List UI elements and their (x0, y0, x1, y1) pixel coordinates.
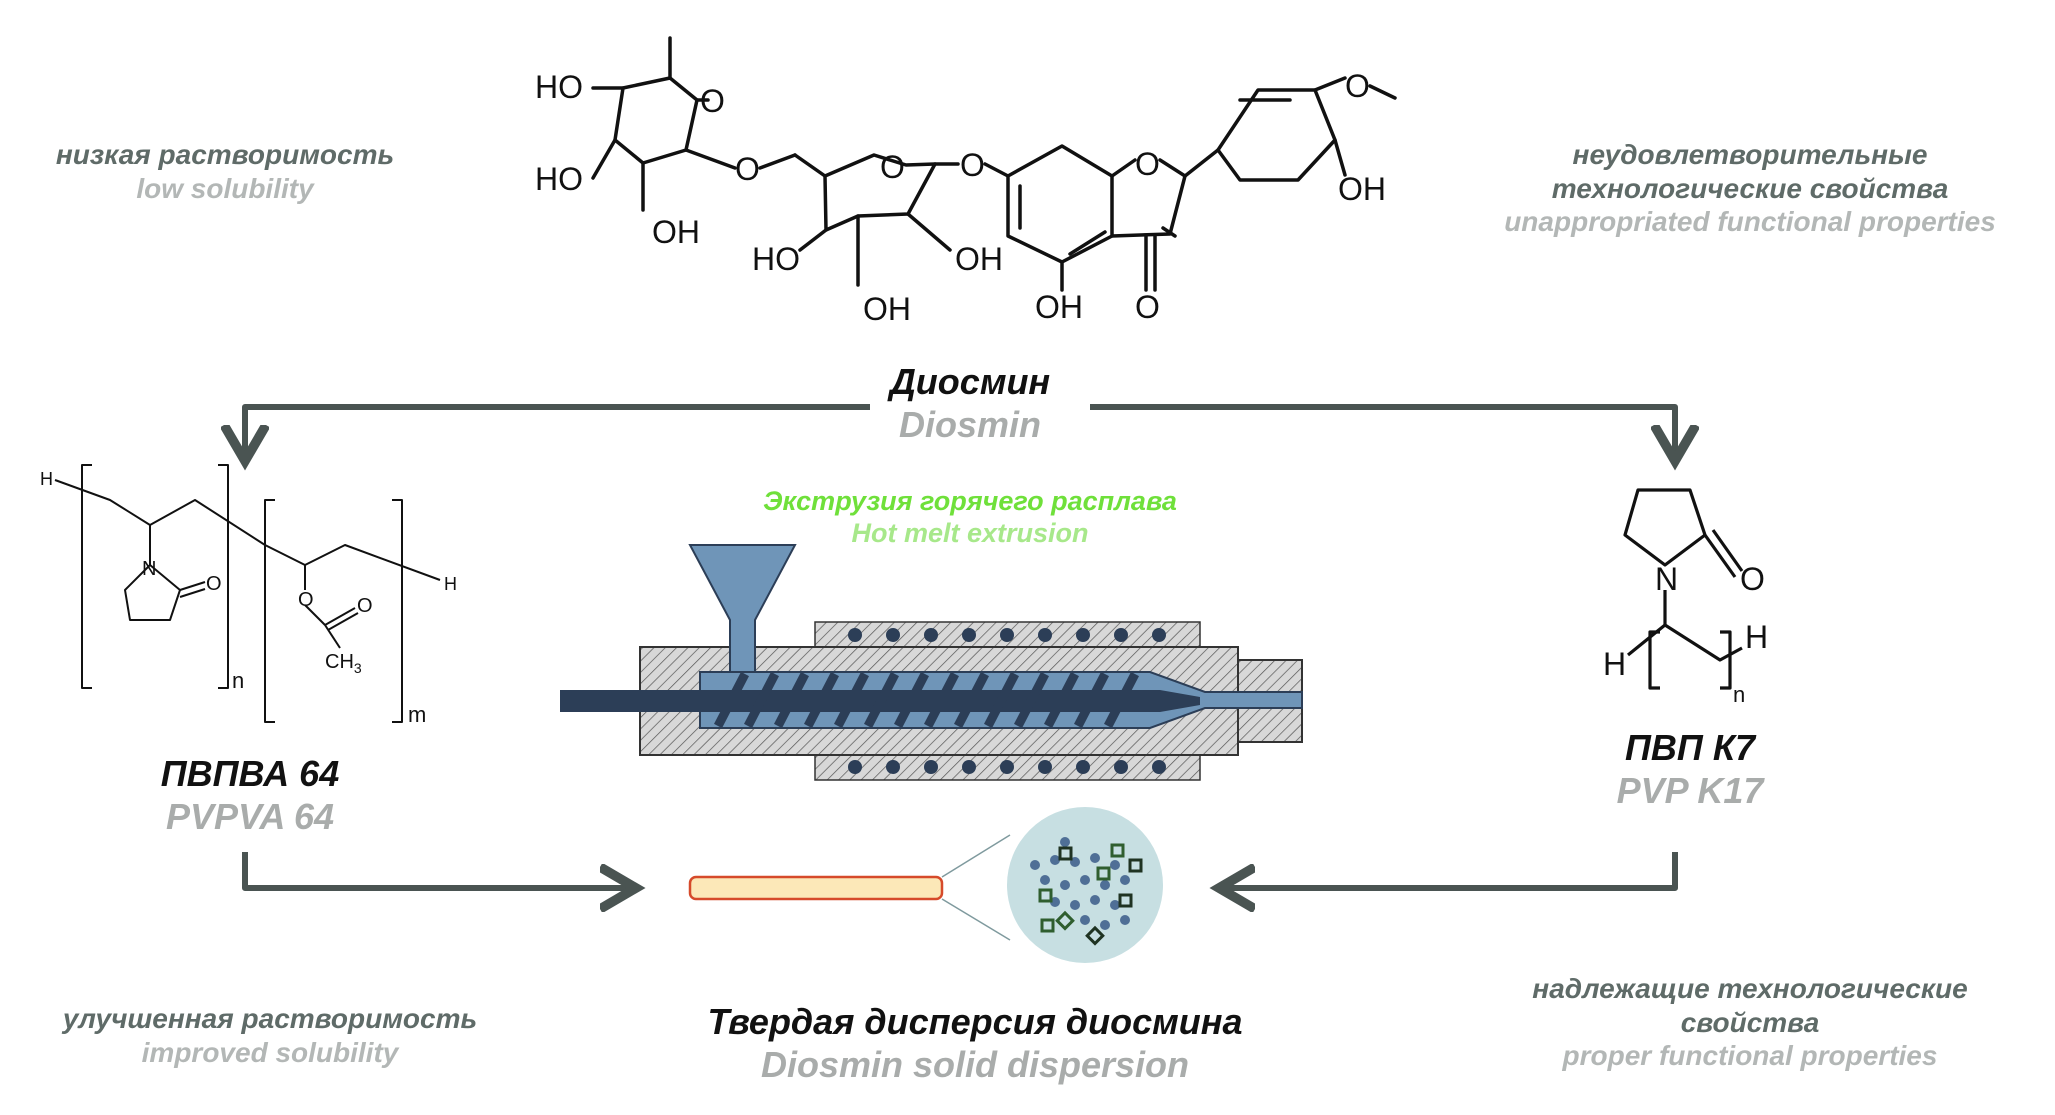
atom-oh-5: OH (1338, 171, 1386, 207)
pvpva-o-carbonyl: O (206, 573, 222, 595)
atom-ho-1: HO (535, 69, 583, 105)
pvp-title: ПВП К7 PVP K17 (1540, 726, 1840, 812)
solid-dispersion-title: Твердая дисперсия диосмина Diosmin solid… (640, 1000, 1310, 1086)
pvpva-o-ester: O (298, 589, 314, 611)
improved-solubility-label: улучшенная растворимость improved solubi… (20, 1002, 520, 1069)
low-solubility-label: низкая растворимость low solubility (30, 138, 420, 205)
diosmin-en: Diosmin (898, 404, 1041, 446)
atom-oh-1: OH (652, 214, 700, 250)
pvpva-ru: ПВПВА 64 (160, 753, 340, 794)
pvpva-en: PVPVA 64 (165, 796, 335, 838)
heater-band-top (814, 621, 1201, 648)
proper-properties-ru-2: свойства (1680, 1006, 1820, 1038)
drug-particles (1030, 837, 1130, 930)
pvpva-n-index: n (232, 668, 244, 693)
diosmin-title: Диосмин Diosmin (770, 360, 1170, 446)
atom-o-ring-1: O (700, 83, 725, 119)
atom-o-ring-3: O (1135, 146, 1160, 182)
pvpva-h-left: H (40, 469, 53, 489)
unappropriated-properties-en: unappropriated functional properties (1504, 206, 1996, 238)
atom-o-2: O (960, 147, 985, 183)
pvp-atoms: N O H H n (1603, 561, 1768, 707)
pvpva-structure (54, 464, 441, 723)
die (1237, 659, 1303, 743)
bore (699, 671, 1303, 729)
atom-o-3: O (1135, 289, 1160, 325)
pvp-h-right: H (1745, 619, 1768, 655)
atom-o-ring-2: O (880, 149, 905, 185)
unappropriated-properties-ru-2: технологические свойства (1551, 172, 1949, 204)
low-solubility-en: low solubility (136, 172, 314, 204)
pvpva-o-acetyl: O (357, 595, 373, 617)
pvpva-title: ПВПВА 64 PVPVA 64 (100, 752, 400, 838)
arrow-from-pvp (1225, 852, 1678, 888)
pvp-n: N (1655, 561, 1678, 597)
magnified-view-circle (1007, 807, 1163, 963)
pvp-en: PVP K17 (1616, 770, 1764, 812)
atom-o-4: O (1345, 68, 1370, 104)
unappropriated-properties-label: неудовлетворительные технологические сво… (1460, 138, 2040, 239)
solid-dispersion-en: Diosmin solid dispersion (760, 1044, 1190, 1086)
proper-properties-ru-1: надлежащие технологические (1532, 973, 1968, 1004)
atom-ho-3: HO (752, 241, 800, 277)
pvp-ru: ПВП К7 (1625, 727, 1755, 768)
hot-melt-extrusion-title: Экструзия горячего расплава Hot melt ext… (700, 485, 1240, 550)
hot-melt-extrusion-ru: Экструзия горячего расплава (763, 486, 1177, 516)
solid-dispersion-product (688, 807, 1163, 963)
extruder (560, 544, 1303, 781)
heater-coils (848, 628, 1166, 774)
proper-properties-label: надлежащие технологические свойства prop… (1480, 972, 2020, 1073)
improved-solubility-en: improved solubility (141, 1036, 399, 1068)
unappropriated-properties-ru-1: неудовлетворительные (1572, 139, 1928, 170)
improved-solubility-ru: улучшенная растворимость (62, 1003, 478, 1034)
proper-properties-en: proper functional properties (1562, 1040, 1938, 1072)
pvp-o: O (1740, 561, 1765, 597)
atom-ho-2: HO (535, 161, 583, 197)
arrow-to-pvp (1090, 404, 1675, 455)
extrudate-rod (688, 875, 944, 901)
heater-band-bottom (814, 754, 1201, 781)
atom-oh-2: OH (863, 291, 911, 327)
pvpva-n: N (142, 558, 156, 580)
pvp-h-left: H (1603, 646, 1626, 682)
pvpva-m-index: m (408, 702, 426, 727)
atom-o-1: O (735, 151, 760, 187)
pvp-n-index: n (1733, 682, 1745, 707)
atom-oh-4: OH (1035, 289, 1083, 325)
pvp-structure (1623, 488, 1744, 690)
solid-dispersion-ru: Твердая дисперсия диосмина (707, 1001, 1243, 1042)
hot-melt-extrusion-en: Hot melt extrusion (851, 518, 1089, 549)
diosmin-structure (591, 36, 1397, 292)
screw-shaft (560, 690, 1160, 712)
diosmin-ru: Диосмин (889, 361, 1051, 402)
screw-flights (714, 671, 1139, 729)
pvpva-atoms: H H N O O O CH3 n m (40, 469, 457, 727)
diosmin-atoms: HO HO OH O O HO OH OH O O O OH O O OH (535, 68, 1386, 327)
barrel (639, 646, 1239, 756)
flow-arrows (242, 404, 1678, 888)
low-solubility-ru: низкая растворимость (55, 139, 395, 170)
pvpva-ch3: CH3 (325, 651, 362, 676)
pvpva-h-right: H (444, 574, 457, 594)
polymer-particles (1038, 843, 1143, 946)
hopper (688, 544, 797, 673)
atom-oh-3: OH (955, 241, 1003, 277)
arrow-from-pvpva (242, 852, 630, 888)
